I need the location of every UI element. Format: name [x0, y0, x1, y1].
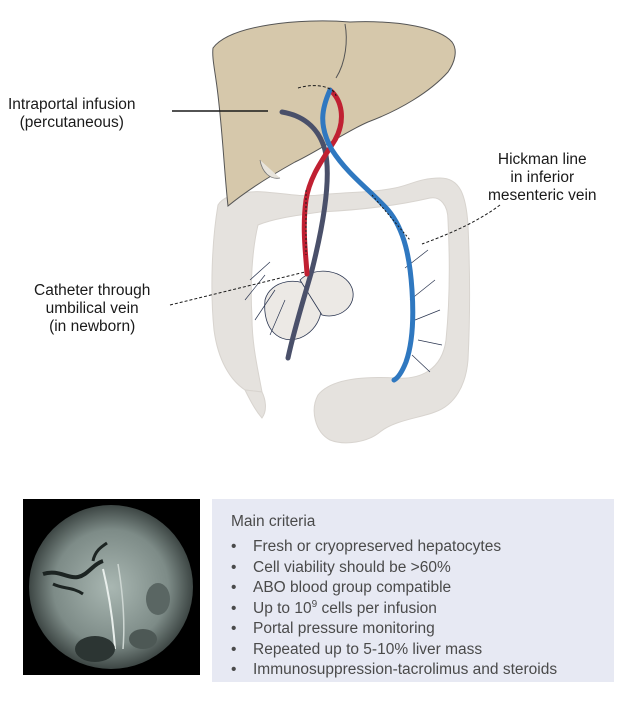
hickman-label-line3: mesenteric vein	[488, 187, 597, 205]
hickman-label-line2: in inferior	[488, 169, 597, 187]
list-item: Portal pressure monitoring	[231, 619, 557, 640]
umbilical-catheter-label: Catheter through umbilical vein (in newb…	[34, 282, 150, 336]
list-item: Up to 109 cells per infusion	[231, 599, 557, 620]
intraportal-label-line1: Intraportal infusion	[8, 96, 136, 114]
criteria-list: Fresh or cryopreserved hepatocytes Cell …	[231, 537, 557, 681]
catheter-label-line1: Catheter through	[34, 282, 150, 300]
hickman-line-label: Hickman line in inferior mesenteric vein	[488, 151, 597, 205]
liver-catheter-illustration	[0, 0, 627, 470]
catheter-label-line3: (in newborn)	[34, 318, 150, 336]
list-item: ABO blood group compatible	[231, 578, 557, 599]
intraportal-label-line2: (percutaneous)	[8, 114, 136, 132]
criteria-title: Main criteria	[231, 513, 315, 531]
main-criteria-panel: Main criteria Fresh or cryopreserved hep…	[212, 499, 614, 682]
list-item: Cell viability should be >60%	[231, 558, 557, 579]
cells-count-prefix: Up to 10	[253, 600, 312, 617]
hickman-label-line1: Hickman line	[488, 151, 597, 169]
intraportal-infusion-label: Intraportal infusion (percutaneous)	[8, 96, 136, 132]
list-item: Fresh or cryopreserved hepatocytes	[231, 537, 557, 558]
liver	[213, 21, 455, 206]
list-item: Immunosuppression-tacrolimus and steroid…	[231, 660, 557, 681]
list-item: Repeated up to 5-10% liver mass	[231, 640, 557, 661]
portal-venogram-image	[23, 499, 200, 675]
cells-count-suffix: cells per infusion	[317, 600, 437, 617]
catheter-label-line2: umbilical vein	[34, 300, 150, 318]
